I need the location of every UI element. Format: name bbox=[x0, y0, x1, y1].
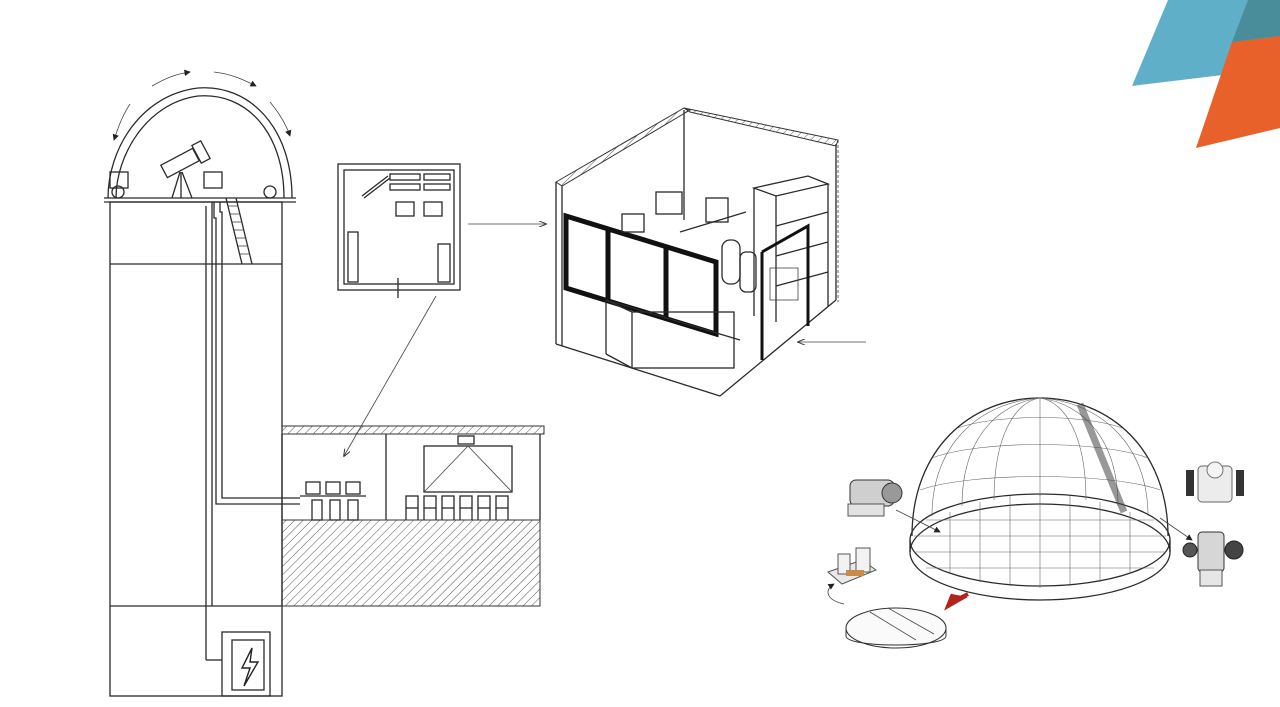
dome-floor-grid bbox=[914, 494, 1166, 588]
observatory-tower-section bbox=[104, 69, 300, 697]
drive-motor-right bbox=[1182, 531, 1244, 587]
cable-duct bbox=[213, 202, 300, 505]
dome-slit bbox=[1076, 402, 1128, 514]
control-desks bbox=[300, 481, 366, 521]
control-room-door bbox=[760, 223, 810, 360]
tower-dome bbox=[107, 87, 293, 199]
dome-mechanism-detail bbox=[827, 397, 1244, 649]
equipment-cabinet bbox=[751, 175, 831, 322]
dome-rotation-arrow bbox=[151, 69, 191, 87]
control-room-building bbox=[281, 425, 545, 607]
accent-orange-shape bbox=[1196, 36, 1280, 148]
foundation-hatch bbox=[281, 519, 541, 607]
power-box bbox=[221, 631, 271, 697]
corner-accent bbox=[1132, 0, 1280, 148]
telescope-icon bbox=[159, 139, 211, 199]
control-room-3d-view bbox=[555, 107, 839, 397]
floor-disc-segment bbox=[845, 607, 947, 649]
plan-to-section-arrow bbox=[344, 295, 437, 456]
drive-motor-left bbox=[847, 479, 903, 517]
audience-chairs bbox=[405, 495, 509, 520]
control-room-window bbox=[563, 212, 719, 338]
tower-body bbox=[109, 201, 283, 697]
wheel-assembly bbox=[1186, 461, 1244, 503]
accent-teal-shape bbox=[1232, 0, 1280, 42]
mounting-bracket bbox=[827, 547, 878, 585]
red-direction-arrow bbox=[944, 592, 969, 611]
tower-ladder bbox=[225, 197, 253, 265]
lightning-bolt-icon bbox=[240, 647, 260, 687]
control-room-floor-plan bbox=[337, 163, 461, 298]
